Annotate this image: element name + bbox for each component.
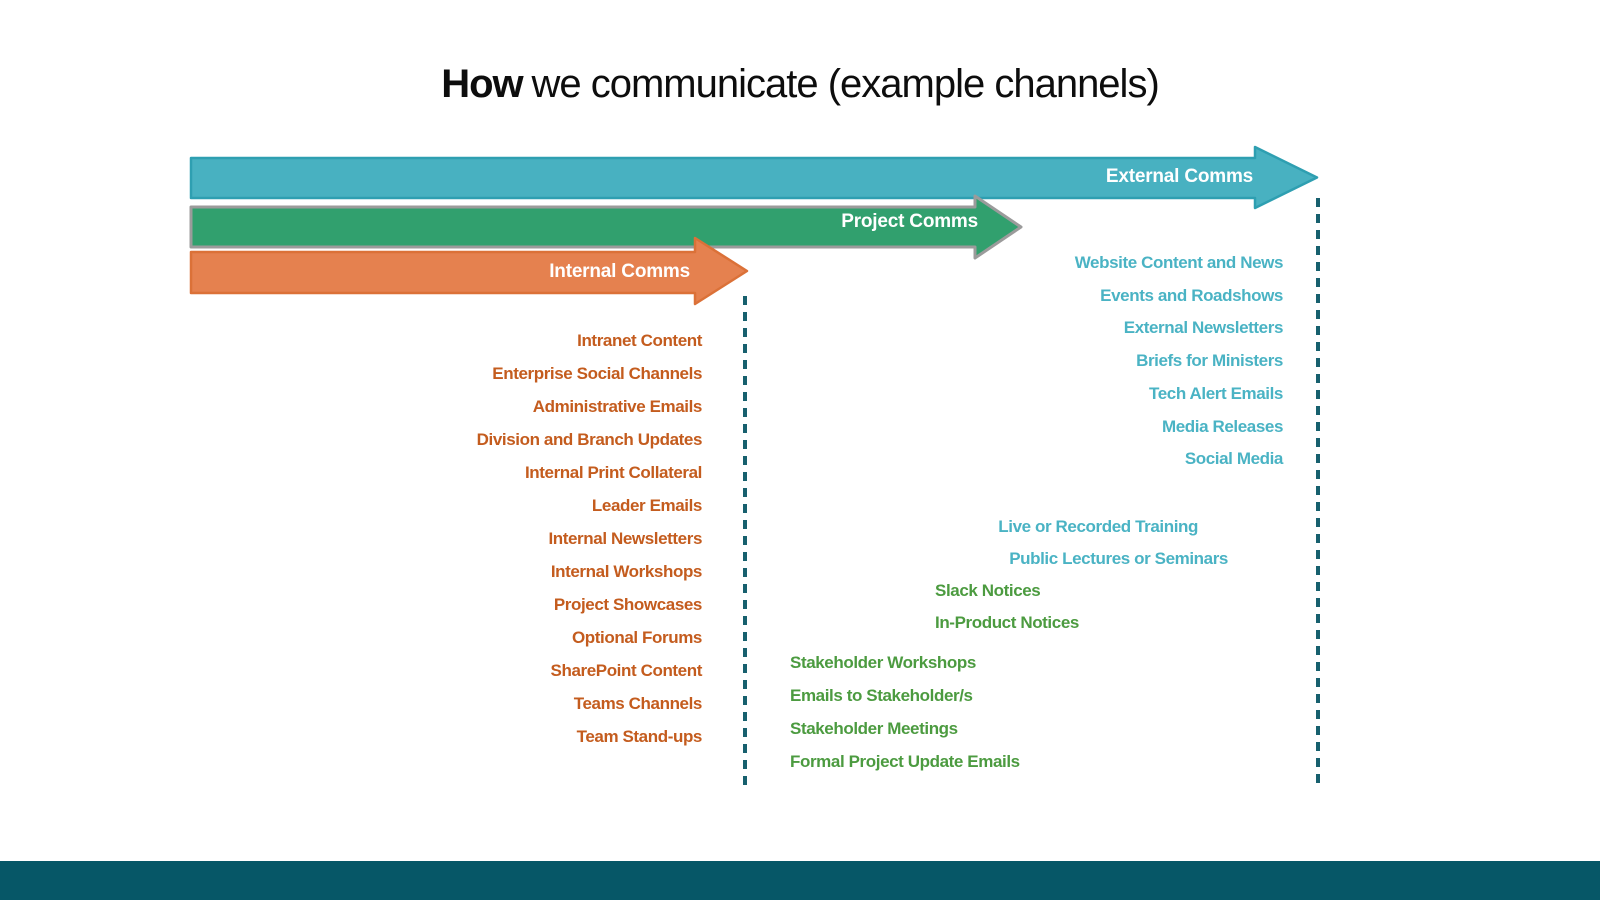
internal-project-divider-line bbox=[743, 296, 747, 788]
list-item: Teams Channels bbox=[573, 694, 703, 713]
footer-bar bbox=[0, 861, 1600, 900]
project-comms-arrow-shape bbox=[189, 194, 1023, 260]
project-comms-arrow-label: Project Comms bbox=[841, 211, 978, 232]
list-item: Stakeholder Meetings bbox=[790, 719, 958, 738]
list-item: Optional Forums bbox=[571, 628, 702, 647]
list-item: SharePoint Content bbox=[550, 661, 703, 680]
page-title-emphasis: How bbox=[441, 62, 523, 106]
list-item: In-Product Notices bbox=[935, 613, 1079, 632]
list-item: Administrative Emails bbox=[532, 397, 703, 416]
list-item: Formal Project Update Emails bbox=[790, 752, 1020, 771]
list-item: Briefs for Ministers bbox=[1136, 351, 1283, 371]
external-channels-list: Website Content and News Events and Road… bbox=[1074, 247, 1284, 476]
internal-channels-list: Intranet Content Enterprise Social Chann… bbox=[476, 324, 703, 753]
list-item: Team Stand-ups bbox=[576, 727, 703, 746]
list-item: Media Releases bbox=[1161, 416, 1283, 436]
list-item: Website Content and News bbox=[1074, 253, 1284, 272]
list-item: Live or Recorded Training bbox=[998, 517, 1198, 536]
list-item: Emails to Stakeholder/s bbox=[790, 686, 973, 705]
external-comms-arrow-shape bbox=[189, 145, 1319, 210]
list-item: Division and Branch Updates bbox=[476, 430, 703, 449]
list-item: Leader Emails bbox=[591, 496, 702, 515]
project-stakeholder-channels-list: Stakeholder Workshops Emails to Stakehol… bbox=[790, 646, 1020, 778]
list-item: Stakeholder Workshops bbox=[790, 653, 976, 672]
page-title-rest: we communicate (example channels) bbox=[531, 62, 1159, 106]
external-comms-arrow-label: External Comms bbox=[1105, 166, 1253, 187]
list-item: External Newsletters bbox=[1123, 318, 1284, 338]
project-product-channels-list: Slack Notices In-Product Notices bbox=[935, 575, 1079, 639]
list-item: Events and Roadshows bbox=[1100, 285, 1283, 305]
list-item: Internal Print Collateral bbox=[524, 463, 702, 482]
internal-comms-arrow bbox=[189, 236, 749, 306]
internal-comms-arrow-label: Internal Comms bbox=[549, 261, 690, 282]
list-item: Intranet Content bbox=[577, 331, 702, 350]
project-comms-arrow bbox=[189, 194, 1023, 260]
list-item: Project Showcases bbox=[553, 595, 703, 614]
list-item: Internal Workshops bbox=[550, 562, 703, 581]
list-item: Slack Notices bbox=[935, 581, 1041, 600]
list-item: Public Lectures or Seminars bbox=[1009, 549, 1228, 568]
internal-comms-arrow-shape bbox=[189, 236, 749, 306]
list-item: Internal Newsletters bbox=[548, 529, 702, 548]
external-comms-arrow bbox=[189, 145, 1319, 210]
list-item: Enterprise Social Channels bbox=[492, 364, 702, 383]
list-item: Social Media bbox=[1184, 449, 1284, 469]
list-item: Tech Alert Emails bbox=[1149, 383, 1283, 403]
project-external-divider-line bbox=[1316, 198, 1320, 788]
